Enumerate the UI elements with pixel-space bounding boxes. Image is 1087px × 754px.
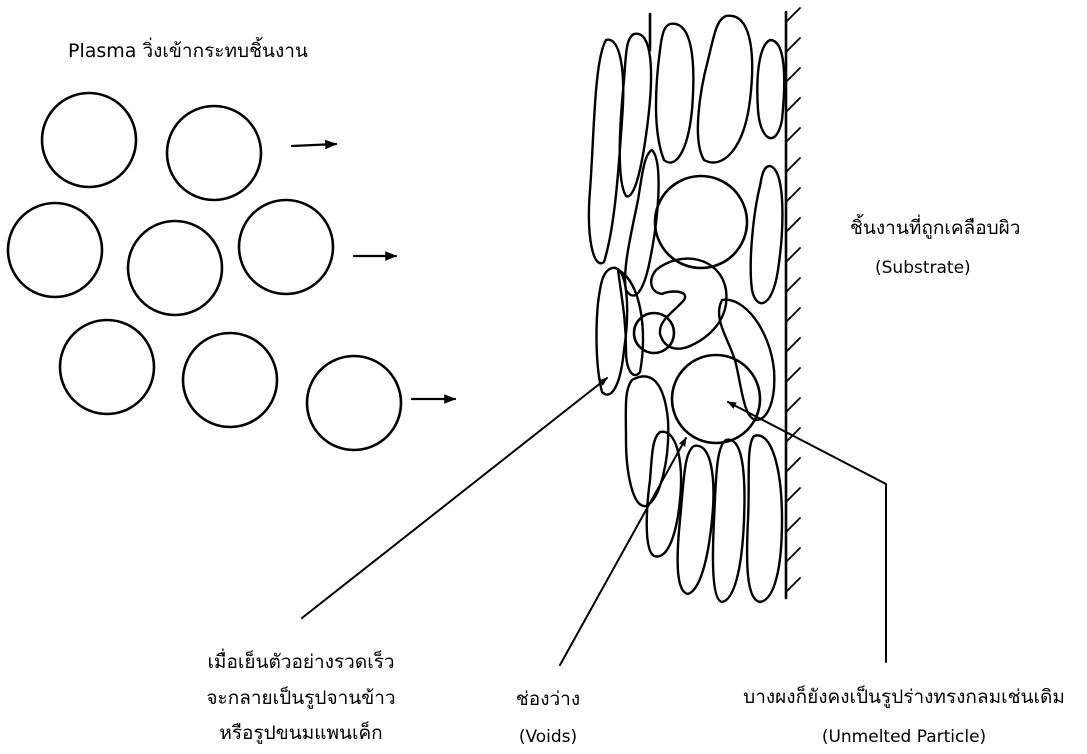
splat: [747, 435, 782, 602]
substrate-label: ชิ้นงานที่ถูกเคลือบผิว: [850, 219, 1020, 238]
splat: [751, 166, 783, 303]
splat: [713, 440, 745, 602]
splat-caption-line-3: หรือรูปขนมแพนเค็ก: [219, 724, 382, 743]
splat: [757, 40, 784, 138]
plasma-particle: [239, 200, 333, 294]
plasma-particle: [183, 333, 277, 427]
splat-leader-line: [302, 378, 607, 618]
splat: [656, 24, 693, 163]
plasma-particles: [8, 93, 401, 450]
splat: [620, 34, 651, 197]
plasma-heading: Plasma วิ่งเข้ากระทบชิ้นงาน: [68, 42, 308, 61]
voids-label: ช่องว่าง: [516, 690, 580, 709]
substrate-hatching: [786, 8, 800, 592]
unmelted-label: บางผงก็ยังคงเป็นรูปร่างทรงกลมเช่นเดิม: [743, 688, 1065, 707]
substrate-label-en: (Substrate): [875, 260, 971, 277]
splat: [626, 376, 668, 506]
plasma-particle: [42, 93, 136, 187]
motion-arrow: [292, 144, 336, 146]
unmelted-particles: [634, 176, 760, 443]
plasma-particle: [60, 320, 154, 414]
unmelted-particle-large: [655, 176, 747, 268]
splat-caption-line-2: จะกลายเป็นรูปจานข้าว: [206, 689, 395, 708]
splat: [698, 16, 752, 163]
plasma-particle: [167, 106, 261, 200]
plasma-particle: [8, 203, 102, 297]
unmelted-label-en: (Unmelted Particle): [822, 729, 986, 746]
plasma-particle: [307, 356, 401, 450]
splat: [597, 268, 628, 395]
unmelted-particle-large: [672, 355, 760, 443]
splat: [651, 259, 726, 349]
splat: [647, 432, 681, 557]
unmelted-particle-small: [634, 313, 674, 353]
splat: [589, 40, 623, 264]
plasma-particle: [128, 221, 222, 315]
leader-lines: [302, 378, 886, 665]
splat-caption-line-1: เมื่อเย็นตัวอย่างรวดเร็ว: [207, 653, 394, 672]
splats: [589, 16, 784, 602]
splat: [678, 446, 714, 594]
voids-label-en: (Voids): [519, 729, 577, 746]
